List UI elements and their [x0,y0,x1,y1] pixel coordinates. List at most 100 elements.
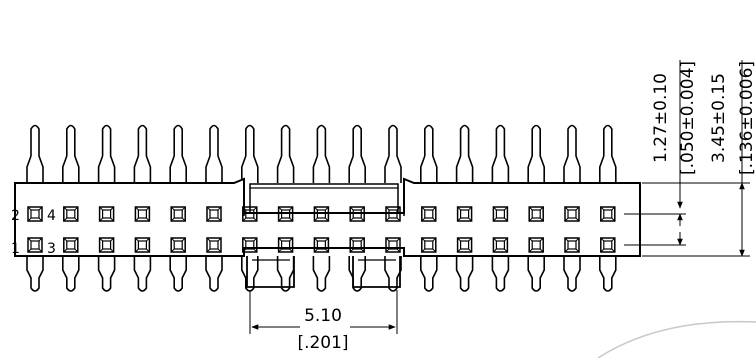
contact-window-outer [134,206,151,222]
contact-window-inner [66,209,76,219]
pin-label-1: 1 [11,241,20,257]
connector-body [14,177,641,257]
contact-window-outer [313,237,330,253]
top-pin [527,124,545,183]
contact-window-corners [27,237,43,253]
row-span-imperial-label: [.136±0.006] [737,61,756,175]
contact-window-outer [564,237,580,253]
contact-window-inner [424,240,434,250]
bottom-pin [241,256,259,292]
pitch-imperial-label: [.050±0.004] [678,61,698,175]
contact-window-outer [63,206,79,222]
bottom-pin [62,256,80,292]
background-arc [597,320,756,358]
bottom-pin [312,256,331,292]
contact-window-outer [170,206,186,222]
bottom-pin [420,256,438,292]
contact-window-corners [314,237,329,253]
contact-window-outer [170,237,186,253]
top-pin [205,124,223,183]
contact-window-corners [528,206,544,222]
right-peg [352,256,401,288]
bottom-pin [169,256,187,292]
contact-window-inner [531,240,541,250]
contact-window-inner [316,209,326,219]
bottom-pin [348,256,366,292]
contact-window-corners [135,237,150,253]
contact-window-outer [600,206,616,222]
top-pin [420,124,438,183]
top-pin [563,124,581,183]
contact-window-inner [388,240,398,250]
top-pin [276,124,295,183]
bottom-pin [527,256,545,292]
contact-window-outer [528,237,544,253]
contact-window-corners [314,206,329,222]
contact-window-inner [173,240,183,250]
contact-window-outer [456,237,473,253]
contact-window-outer [456,206,473,222]
contact-window-outer [63,237,79,253]
contact-window-corners [242,237,258,253]
contact-window-outer [277,206,294,222]
contact-window-corners [63,237,79,253]
pin-label-2: 2 [11,208,20,224]
top-pin [241,124,259,183]
top-pin [384,124,402,183]
contact-windows [27,206,616,253]
latch-top [243,213,405,216]
contact-window-inner [137,240,147,250]
contact-window-inner [460,240,470,250]
contact-window-inner [531,209,541,219]
contact-window-corners [600,237,616,253]
top-pin [455,124,474,183]
peg-span-dimension [249,290,398,334]
contact-window-corners [493,237,508,253]
bottom-pin [563,256,581,292]
contact-window-corners [99,206,114,222]
contact-window-inner [424,209,434,219]
contact-window-corners [564,206,580,222]
contact-window-inner [281,209,291,219]
contact-window-inner [173,209,183,219]
contact-window-corners [99,237,114,253]
contact-window-outer [349,206,365,222]
contact-window-inner [137,209,147,219]
row-span-dimension [642,60,750,257]
contact-window-corners [242,206,258,222]
contact-window-outer [421,237,437,253]
contact-window-inner [495,209,505,219]
contact-window-inner [281,240,291,250]
contact-window-outer [528,206,544,222]
contact-window-corners [206,206,222,222]
contact-window-outer [385,206,401,222]
top-pin [97,124,116,183]
top-pin [312,124,331,183]
contact-window-corners [206,237,222,253]
contact-window-inner [460,209,470,219]
top-pin [133,124,152,183]
contact-window-corners [457,237,472,253]
contact-window-outer [349,237,365,253]
contact-window-inner [245,209,255,219]
peg-span-imperial-label: [.201] [297,333,348,353]
contact-window-inner [101,240,112,250]
contact-window-inner [352,240,362,250]
bottom-pin [384,256,402,292]
contact-window-inner [603,240,613,250]
contact-window-inner [603,209,613,219]
contact-window-outer [134,237,151,253]
contact-window-corners [278,206,293,222]
contact-window-corners [135,206,150,222]
bottom-pin [26,256,44,292]
pin-label-3: 3 [47,241,56,257]
bottom-pin [276,256,295,292]
top-pin [491,124,510,183]
contact-window-corners [27,206,43,222]
contact-window-corners [493,206,508,222]
bottom-pin [491,256,510,292]
pin-label-4: 4 [47,208,56,224]
contact-window-inner [30,240,40,250]
contact-window-corners [457,206,472,222]
contact-window-corners [63,206,79,222]
